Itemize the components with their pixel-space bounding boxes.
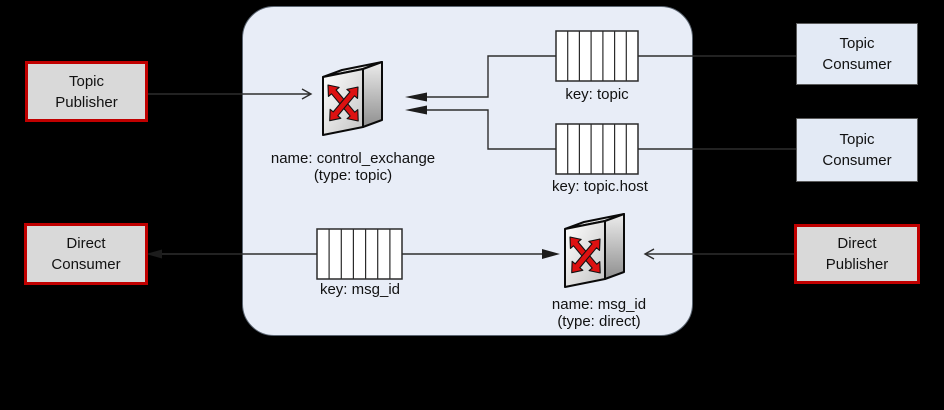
queue-topic-icon [555,30,639,82]
topic-exchange-icon [321,61,383,136]
topic-consumer-1-label-line1: Topic [839,35,875,52]
topic-exchange-name: name: control_exchange [270,150,436,167]
direct-publisher-label-line1: Direct [837,235,877,252]
wire-queue-msg-id-to-direct-exchange [402,249,560,259]
direct-exchange-label: name: msg_id (type: direct) [479,296,719,330]
direct-publisher-label-line2: Publisher [825,256,889,273]
queue-topic-label: key: topic [565,86,629,103]
topic-exchange-label: name: control_exchange (type: topic) [233,150,473,184]
queue-topic-host-icon [555,123,639,175]
topic-consumer-1-box: Topic Consumer [796,23,918,85]
direct-publisher-box: Direct Publisher [794,224,920,284]
topic-consumer-2-label-line2: Consumer [822,152,892,169]
queue-msg-id-label: key: msg_id [319,281,401,298]
direct-consumer-label-line2: Consumer [51,256,121,273]
direct-consumer-box: Direct Consumer [24,223,148,285]
wire-queue-msg-id-to-direct-consumer [146,249,317,259]
direct-exchange-type: (type: direct) [557,313,641,330]
direct-exchange-icon [563,213,625,288]
topic-publisher-label-line1: Topic [68,72,105,90]
direct-exchange-name: name: msg_id [551,296,647,313]
wire-queue-topic-to-exchange [405,55,556,102]
topic-publisher-box: Topic Publisher [25,61,148,122]
topic-exchange-type: (type: topic) [313,167,393,184]
wire-queue-topic-host-to-exchange [405,105,556,150]
topic-publisher-label-line2: Publisher [55,93,118,111]
topic-consumer-2-label-line1: Topic [839,131,875,148]
queue-msg-id-icon [316,228,403,280]
topic-consumer-2-box: Topic Consumer [796,118,918,182]
direct-consumer-label-line1: Direct [66,235,106,252]
wire-topic-publisher-to-exchange [148,88,313,100]
queue-topic-host-label: key: topic.host [552,178,648,195]
topic-consumer-1-label-line2: Consumer [822,56,892,73]
wire-direct-publisher-to-exchange [643,248,794,260]
